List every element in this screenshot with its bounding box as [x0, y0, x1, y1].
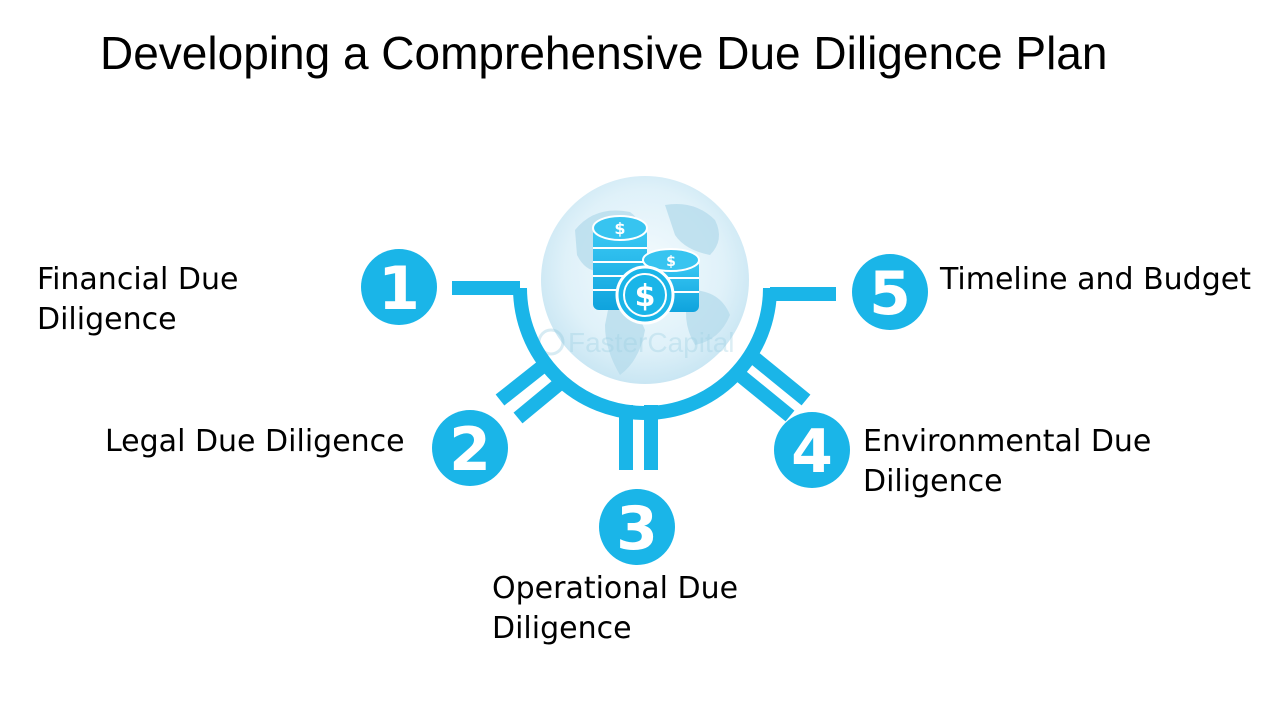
svg-text:$: $ [666, 254, 676, 270]
step-5-label: Timeline and Budget [940, 260, 1251, 300]
step-5-number: 5 [869, 259, 911, 329]
step-1-number: 1 [378, 254, 420, 324]
step-4-label-line1: Environmental Due [863, 424, 1152, 459]
watermark-text: FasterCapital [568, 327, 735, 358]
step-3-marker: 3 [599, 489, 675, 565]
step-1-marker: 1 [361, 249, 437, 325]
step-3-label-line2: Diligence [492, 611, 632, 646]
step-1-label: Financial Due Diligence [37, 260, 238, 340]
step-3-label: Operational Due Diligence [492, 569, 738, 649]
step-5-label-line1: Timeline and Budget [940, 262, 1251, 297]
connector-lines [452, 281, 836, 470]
page-title: Developing a Comprehensive Due Diligence… [100, 27, 1108, 79]
step-2-label: Legal Due Diligence [105, 422, 405, 462]
watermark: FasterCapital [537, 327, 735, 358]
step-2-number: 2 [449, 415, 491, 485]
step-5-marker: 5 [852, 254, 928, 330]
coin-stack-icon: $ $ $ [592, 215, 700, 325]
step-3-number: 3 [616, 494, 658, 564]
step-4-number: 4 [791, 417, 833, 487]
step-2-marker: 2 [432, 410, 508, 486]
svg-text:$: $ [635, 279, 656, 314]
step-3-label-line1: Operational Due [492, 571, 739, 606]
step-4-label-line2: Diligence [863, 464, 1003, 499]
svg-text:$: $ [614, 219, 625, 238]
step-4-label: Environmental Due Diligence [863, 422, 1151, 502]
step-1-label-line2: Diligence [37, 302, 177, 337]
step-2-label-line1: Legal Due Diligence [105, 424, 405, 459]
step-1-label-line1: Financial Due [37, 262, 239, 297]
step-4-marker: 4 [774, 412, 850, 488]
